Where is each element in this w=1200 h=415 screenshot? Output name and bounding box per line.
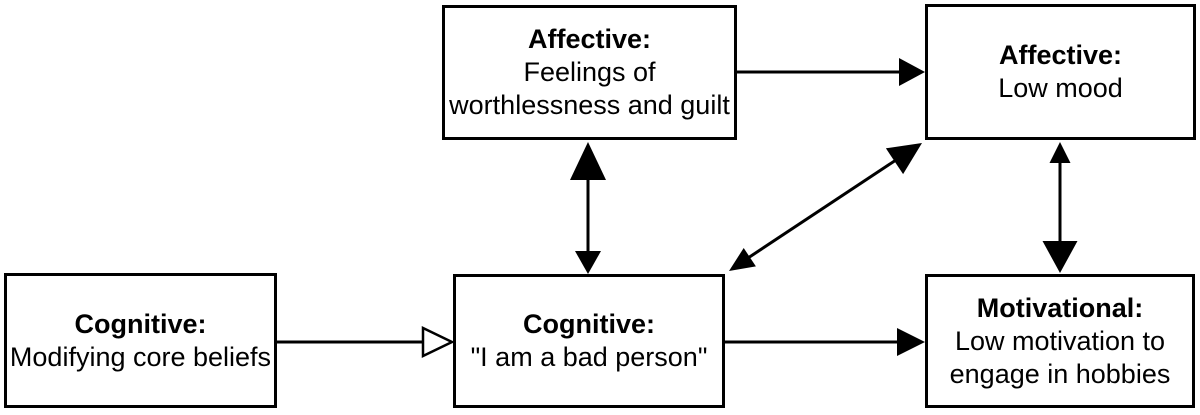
- arrow-badperson-to-motivational: [725, 328, 925, 356]
- box-affective-worthlessness: Affective: Feelings of worthlessness and…: [442, 5, 737, 140]
- box-text-line: Low motivation to: [954, 325, 1166, 356]
- box-text-line: worthlessness and guilt: [449, 90, 730, 120]
- arrowhead-filled-icon: [570, 142, 606, 180]
- arrow-guilt-badperson-bidirectional: [570, 142, 606, 274]
- arrow-badperson-lowmood-bidirectional: [729, 143, 922, 271]
- box-title: Affective:: [998, 40, 1123, 70]
- arrowhead-filled-icon: [1042, 241, 1078, 273]
- arrowhead-filled-icon: [885, 143, 922, 175]
- box-cognitive-bad-person: Cognitive: "I am a bad person": [453, 274, 725, 408]
- box-title: Cognitive:: [523, 309, 655, 339]
- box-text-line: Modifying core beliefs: [9, 341, 272, 372]
- arrow-lowmood-motivational-bidirectional: [1042, 142, 1078, 273]
- arrowhead-open-icon: [421, 326, 455, 358]
- arrow-line: [747, 158, 897, 260]
- arrowhead-filled-icon: [575, 251, 601, 274]
- box-text-line: Feelings of: [523, 57, 656, 87]
- box-motivational-hobbies: Motivational: Low motivation to engage i…: [925, 274, 1195, 408]
- arrowhead-filled-icon: [899, 58, 925, 86]
- box-title: Motivational:: [976, 292, 1144, 323]
- box-title: Cognitive:: [74, 308, 207, 339]
- box-text-line: "I am a bad person": [470, 342, 708, 372]
- box-text-line: Low mood: [998, 73, 1123, 103]
- box-cognitive-core-beliefs: Cognitive: Modifying core beliefs: [4, 273, 277, 408]
- arrowhead-filled-icon: [1049, 142, 1071, 163]
- arrow-corebeliefs-to-badperson: [277, 326, 455, 358]
- box-affective-low-mood: Affective: Low mood: [925, 4, 1196, 140]
- arrowhead-filled-icon: [729, 248, 756, 271]
- box-title: Affective:: [527, 24, 652, 54]
- box-text-line: engage in hobbies: [949, 358, 1171, 389]
- arrowhead-filled-icon: [897, 328, 925, 356]
- arrow-guilt-to-lowmood: [737, 58, 925, 86]
